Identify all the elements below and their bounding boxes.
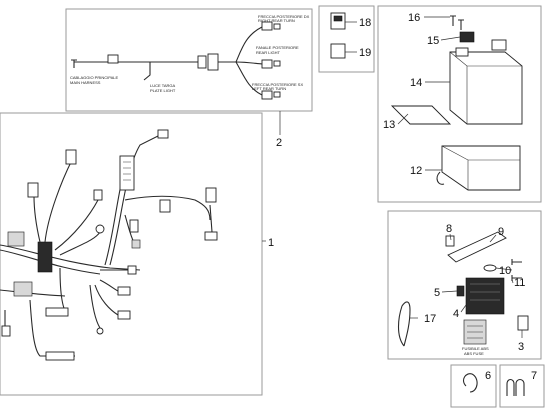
callout-6: 6	[485, 370, 491, 382]
front-speed-sensor	[45, 351, 75, 361]
connector-group-frame	[318, 5, 375, 73]
bracket-9	[447, 231, 507, 263]
callout-3: 3	[518, 341, 524, 353]
label-right-rear-turn: FRECCIA POSTERIORE DX	[258, 14, 310, 19]
rear-harness-drawing	[71, 21, 281, 100]
clip-8	[445, 235, 455, 247]
label-fusibile-abs: FUSIBILE ABS	[462, 346, 489, 351]
label-rear-light: FANALE POSTERIORE	[256, 45, 299, 50]
callout-16: 16	[408, 12, 420, 24]
label-rear-light-en: REAR LIGHT	[256, 50, 281, 55]
connector-18	[330, 12, 346, 30]
main-harness-drawing	[0, 129, 218, 361]
callout-17: 17	[424, 313, 436, 325]
ecu-connector	[205, 187, 217, 203]
label-main-harness-en: MAIN HARNESS	[70, 80, 101, 85]
battery-14	[449, 39, 523, 125]
callout-7: 7	[531, 370, 537, 382]
callout-14: 14	[410, 77, 422, 89]
terminal-screws-16	[450, 15, 464, 30]
fuse-holder-4	[465, 277, 505, 315]
leader-9	[489, 234, 497, 243]
right-turn-connector	[261, 21, 273, 31]
rear-light-connector	[261, 59, 273, 69]
callout-18: 18	[359, 17, 371, 29]
battery-group-frame	[377, 5, 542, 203]
battery-box-12	[436, 145, 521, 191]
fuse-3	[517, 315, 529, 331]
abs-fuse-group-frame	[387, 210, 542, 360]
clip-6-frame	[450, 364, 497, 408]
leader-11	[511, 278, 514, 284]
callout-15: 15	[427, 35, 439, 47]
callout-13: 13	[383, 119, 395, 131]
main-harness-group-frame	[0, 112, 263, 396]
cable-tie-17	[397, 301, 411, 347]
label-right-rear-turn-en: RIGHT REAR TURN	[258, 18, 295, 23]
callout-8: 8	[446, 223, 452, 235]
callout-2: 2	[276, 137, 282, 149]
leader-15	[440, 36, 461, 41]
grommet	[207, 53, 219, 71]
starter-relay-connector	[65, 149, 77, 165]
abs-fuse-label-3	[463, 319, 487, 345]
fuse-5	[456, 285, 465, 297]
callout-5: 5	[434, 287, 440, 299]
label-plate-light: LUCE TARGA	[150, 83, 176, 88]
connector-19	[330, 43, 346, 59]
rear-harness-group-frame	[65, 8, 313, 112]
label-left-rear-turn: FRECCIA POSTERIORE SX	[252, 82, 303, 87]
harness-clip	[107, 54, 119, 64]
callout-4: 4	[453, 308, 459, 320]
label-main-harness: CABLAGGIO PRINCIPALE	[70, 75, 118, 80]
clip-6	[463, 373, 478, 393]
callout-11: 11	[514, 277, 525, 289]
leader-10	[495, 267, 513, 271]
leader-8	[449, 233, 452, 241]
clip-7-frame	[499, 364, 545, 408]
harness-junction	[37, 241, 53, 273]
callout-1: 1	[268, 237, 274, 249]
abs-connector	[117, 286, 131, 296]
left-turn-connector	[261, 90, 273, 100]
battery-terminal-15	[459, 31, 475, 43]
callout-12: 12	[410, 165, 422, 177]
fuse-box	[119, 155, 135, 191]
leader-4	[460, 304, 467, 313]
callout-10: 10	[499, 265, 511, 277]
callout-19: 19	[359, 47, 371, 59]
callout-9: 9	[498, 226, 504, 238]
label-plate-light-en: PLATE LIGHT	[150, 88, 176, 93]
leader-5	[441, 290, 458, 293]
leader-13	[397, 113, 409, 125]
label-left-rear-turn-en: LEFT REAR TURN	[252, 86, 286, 91]
label-abs-fuse: ABS FUSE	[464, 351, 484, 356]
clip-7	[506, 378, 525, 396]
speed-sensor	[45, 307, 69, 317]
